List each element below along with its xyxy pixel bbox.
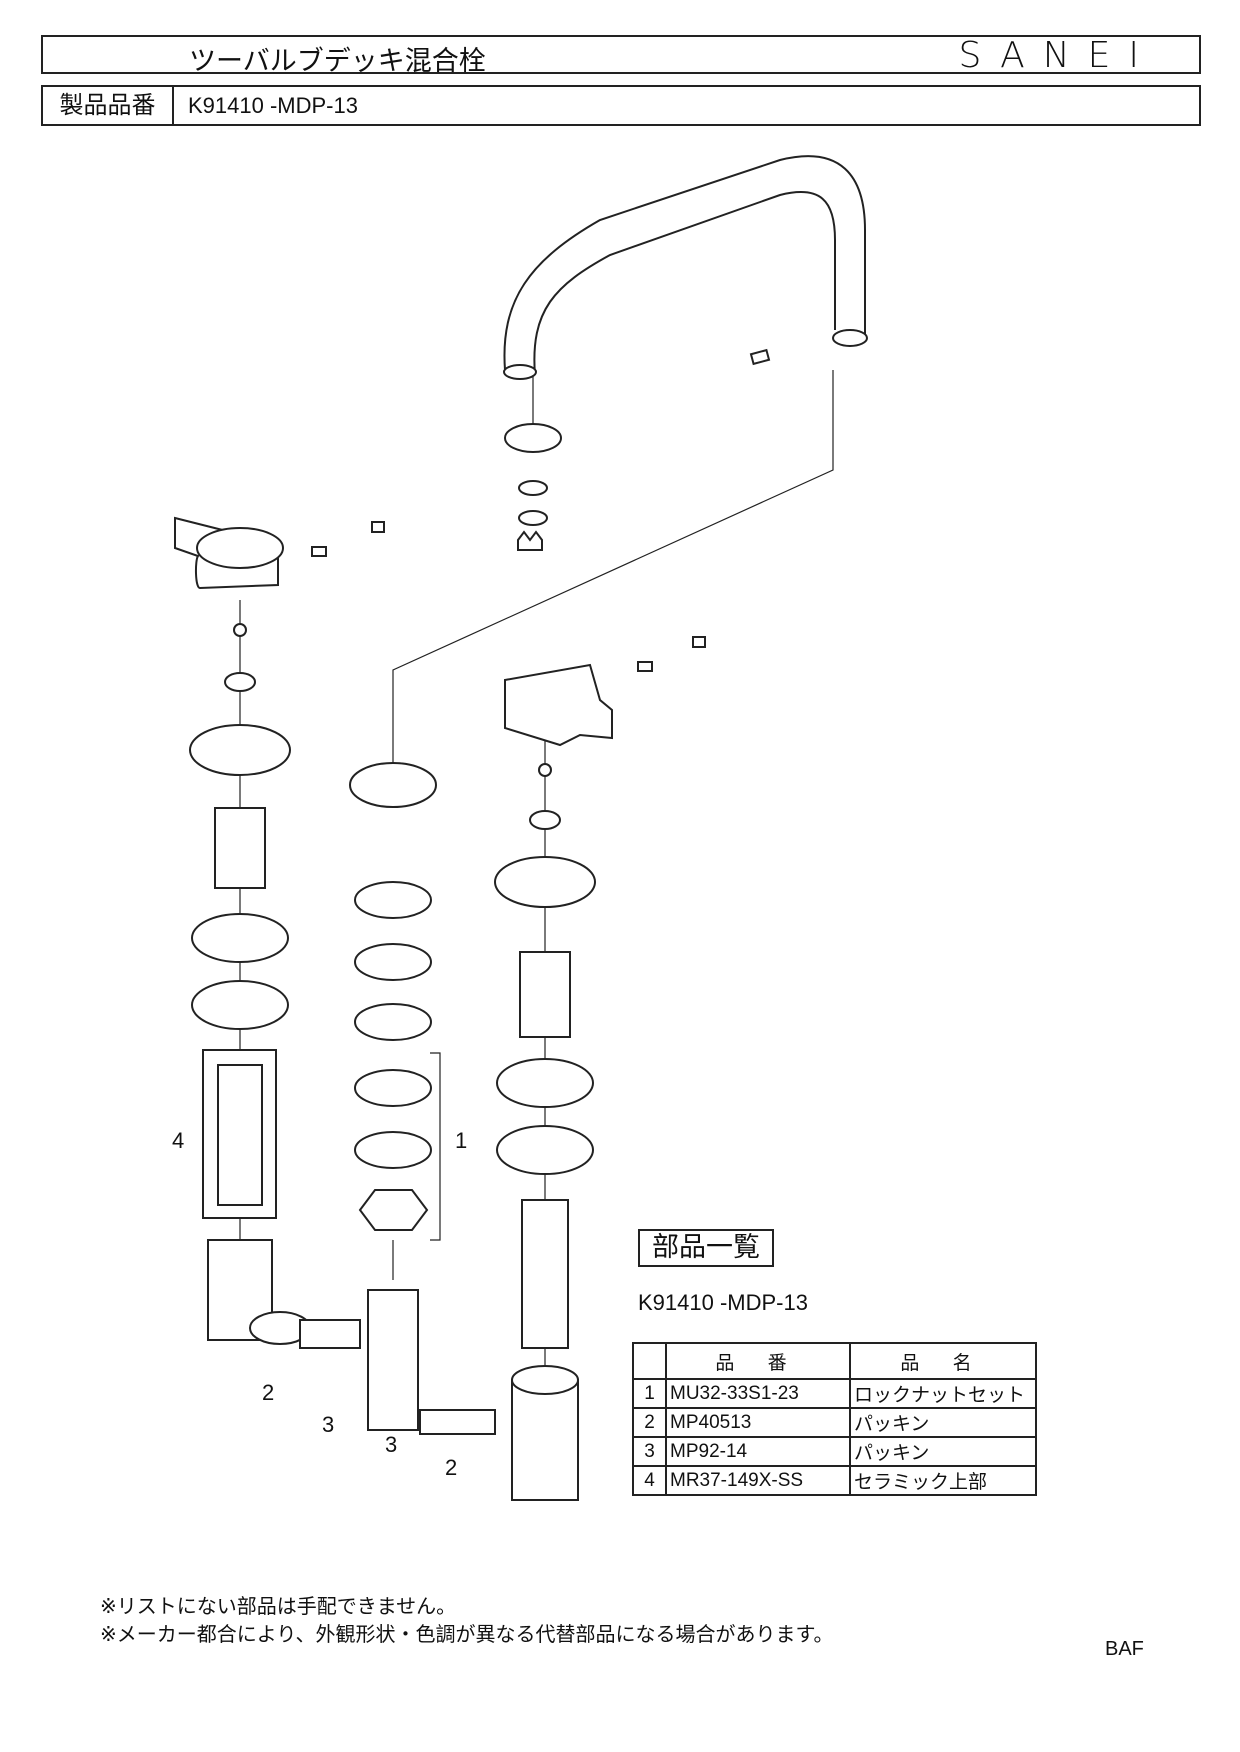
col-part-no: 品 番: [665, 1342, 851, 1380]
callout-2a: 2: [262, 1380, 275, 1405]
callout-1: 1: [455, 1128, 468, 1153]
flange-right: [494, 856, 596, 908]
callout-3a: 3: [322, 1412, 335, 1437]
brand-logo: SANEI: [958, 35, 1157, 76]
center-tee: [367, 1289, 419, 1431]
hex-nut: [358, 1189, 429, 1231]
set-screw-right: [637, 661, 653, 672]
note-1: ※リストにない部品は手配できません。: [100, 1594, 457, 1618]
table-row: 1 MU32-33S1-23 ロックナットセット: [632, 1378, 1037, 1409]
callout-3b: 3: [385, 1432, 398, 1457]
spindle-left: [214, 807, 266, 889]
valve-body-right: [511, 1379, 579, 1501]
lock-nut-center: [349, 762, 437, 808]
parts-table: 品 番 品 名 1 MU32-33S1-23 ロックナットセット 2 MP405…: [632, 1342, 1037, 1496]
cartridge-right: [521, 1199, 569, 1349]
product-number-bar: 製品品番 K91410 -MDP-13: [41, 85, 1201, 126]
note-2: ※メーカー都合により、外観形状・色調が異なる代替部品になる場合があります。: [100, 1622, 834, 1646]
aerator-mesh: [517, 530, 543, 551]
spout: [503, 155, 866, 376]
product-title: ツーバルブデッキ混合栓: [189, 46, 486, 77]
set-screw-left: [311, 546, 327, 557]
flange-left: [189, 724, 291, 776]
table-row: 2 MP40513 パッキン: [632, 1407, 1037, 1438]
parts-list-title: 部品一覧: [638, 1229, 774, 1267]
spout-outlet: [503, 364, 537, 380]
cartridge-left: [217, 1064, 263, 1206]
handle-right: [504, 663, 613, 747]
table-row: 3 MP92-14 パッキン: [632, 1436, 1037, 1467]
set-screw-spout: [749, 348, 771, 366]
footer-code: BAF: [1105, 1638, 1144, 1660]
product-number-label: 製品品番: [43, 87, 174, 124]
callout-4: 4: [172, 1128, 185, 1153]
col-part-name: 品 名: [849, 1342, 1037, 1380]
parts-list-model: K91410 -MDP-13: [638, 1290, 808, 1315]
aerator-cap: [504, 423, 562, 453]
callout-2b: 2: [445, 1455, 458, 1480]
spindle-right: [519, 951, 571, 1038]
parts-table-header: 品 番 品 名: [632, 1342, 1037, 1380]
spout-end: [832, 329, 868, 347]
table-row: 4 MR37-149X-SS セラミック上部: [632, 1465, 1037, 1496]
header-bar: ツーバルブデッキ混合栓 SANEI: [41, 35, 1201, 77]
product-number-value: K91410 -MDP-13: [188, 93, 358, 118]
